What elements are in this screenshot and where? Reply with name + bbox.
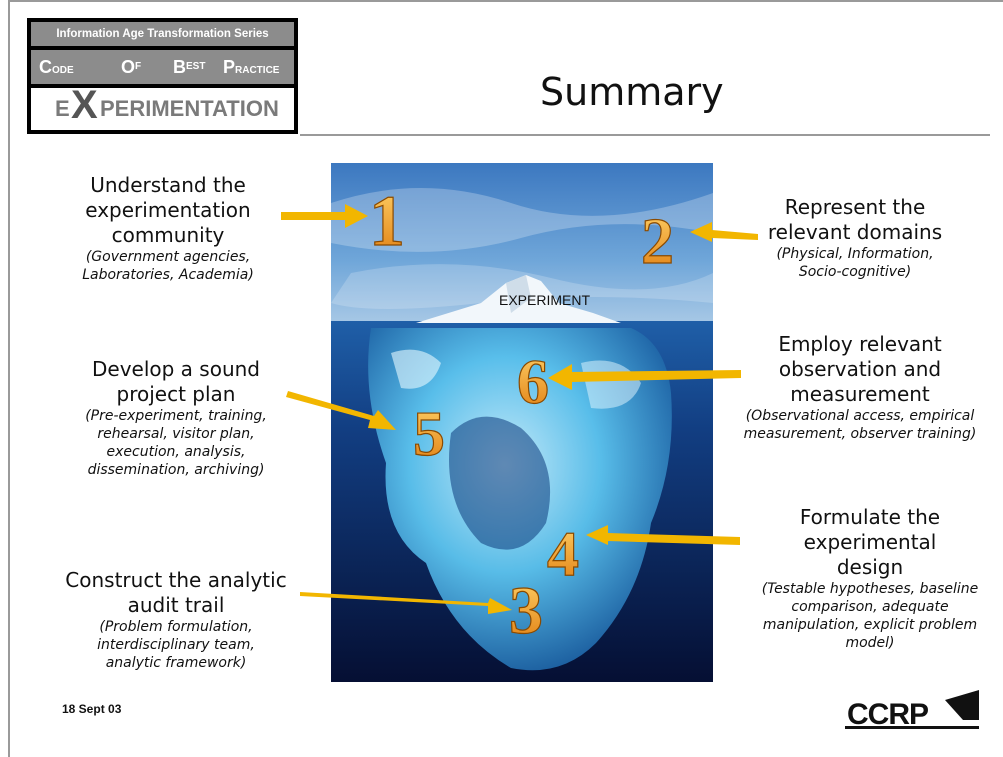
item-2-heading: Represent the relevant domains bbox=[767, 195, 943, 244]
slide-top-border bbox=[8, 0, 1003, 2]
iceberg-label: EXPERIMENT bbox=[499, 292, 590, 308]
exp-e: E bbox=[55, 96, 70, 121]
item-5-detail: (Pre-experiment, training, rehearsal, vi… bbox=[85, 408, 267, 478]
ccrp-logo-text: CCRP bbox=[847, 698, 928, 731]
slide-left-border bbox=[8, 0, 10, 757]
item-6: Employ relevant observation and measurem… bbox=[735, 332, 985, 443]
experimentation-wordmark: E X PERIMENTATION bbox=[31, 84, 294, 130]
number-4: 4 bbox=[547, 518, 579, 589]
item-2-detail: (Physical, Information, Socio-cognitive) bbox=[776, 246, 934, 280]
item-4: Formulate the experimental design (Testa… bbox=[740, 505, 1000, 652]
item-1-heading: Understand the experimentation community bbox=[85, 173, 251, 247]
item-3: Construct the analytic audit trail (Prob… bbox=[56, 568, 296, 672]
code-f: F bbox=[135, 61, 142, 72]
number-6: 6 bbox=[517, 346, 549, 417]
number-2: 2 bbox=[641, 205, 674, 278]
exp-rest: PERIMENTATION bbox=[100, 96, 279, 121]
number-1: 1 bbox=[369, 181, 405, 261]
item-3-heading: Construct the analytic audit trail bbox=[65, 568, 287, 617]
code-o: O bbox=[121, 57, 136, 77]
code-b: B bbox=[173, 57, 186, 77]
code-ractice: RACTICE bbox=[235, 65, 280, 76]
code-p: P bbox=[223, 57, 236, 77]
code-c: C bbox=[39, 57, 52, 77]
item-6-detail: (Observational access, empirical measure… bbox=[743, 408, 977, 442]
series-name: Information Age Transformation Series bbox=[31, 22, 294, 46]
code-est: EST bbox=[186, 61, 206, 72]
slide-title: Summary bbox=[540, 70, 724, 114]
slide-date: 18 Sept 03 bbox=[62, 702, 122, 716]
code-of-best-practice: CODE OF BEST PRACTICE bbox=[31, 50, 294, 84]
number-3: 3 bbox=[509, 572, 543, 648]
item-5: Develop a sound project plan (Pre-experi… bbox=[66, 357, 286, 479]
iceberg-image: EXPERIMENT 1 2 3 4 5 6 bbox=[331, 163, 713, 682]
item-5-heading: Develop a sound project plan bbox=[91, 357, 260, 406]
item-3-detail: (Problem formulation, interdisciplinary … bbox=[97, 619, 255, 671]
item-1-detail: (Government agencies, Laboratories, Acad… bbox=[82, 249, 254, 283]
title-divider bbox=[300, 134, 990, 136]
item-4-heading: Formulate the experimental design bbox=[799, 505, 941, 579]
item-6-heading: Employ relevant observation and measurem… bbox=[778, 332, 942, 406]
number-5: 5 bbox=[413, 398, 445, 469]
exp-x: X bbox=[71, 83, 98, 127]
code-ode: ODE bbox=[52, 65, 74, 76]
item-1: Understand the experimentation community… bbox=[43, 173, 293, 284]
item-4-detail: (Testable hypotheses, baseline compariso… bbox=[761, 581, 979, 651]
item-2: Represent the relevant domains (Physical… bbox=[735, 195, 975, 281]
ccrp-logo: CCRP bbox=[845, 690, 979, 731]
